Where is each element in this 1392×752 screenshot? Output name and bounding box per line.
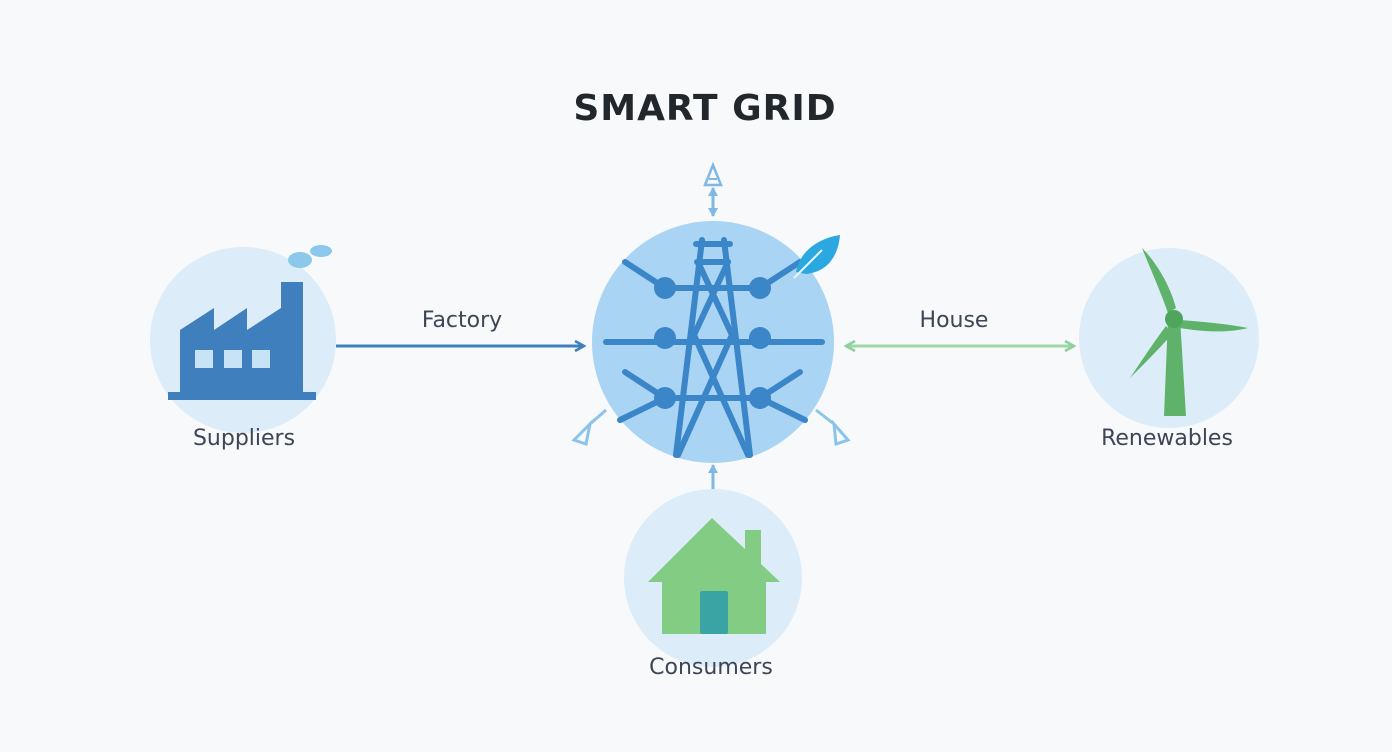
consumers-node [624,489,802,667]
node-label-renewables: Renewables [1101,426,1233,451]
edge-top [703,161,723,217]
node-label-suppliers: Suppliers [192,426,296,451]
tower-insulators [654,277,771,409]
node-label-consumers: Consumers [649,655,773,680]
small-arrow-left [571,408,607,446]
diagram-title: SMART GRID [573,88,837,129]
house-icon [648,518,780,634]
wind-turbine-icon [1130,248,1248,416]
smoke-icon [288,245,332,268]
edge-label-factory: Factory [421,308,503,333]
suppliers-node [150,245,336,433]
edge-label-house: House [919,308,989,333]
factory-icon [168,282,316,400]
renewables-node [1079,248,1259,428]
transmission-tower-icon [603,237,825,458]
leaf-icon [793,235,840,279]
grid-hub-node [592,221,840,463]
small-arrow-right [815,408,851,447]
